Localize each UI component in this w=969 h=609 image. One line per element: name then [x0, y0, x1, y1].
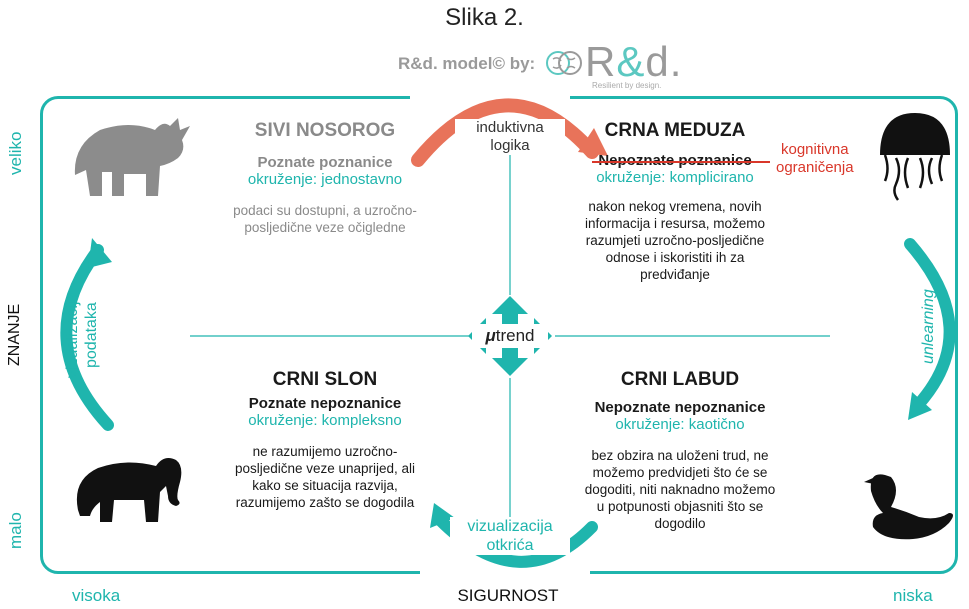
quadrant-description: nakon nekog vremena, novih informacija i…: [560, 198, 790, 283]
center-mu: μ: [485, 326, 496, 345]
left-arrow-label: vizualizacija podataka: [63, 278, 101, 392]
description-line: dogodilo: [654, 516, 706, 531]
cognitive-limits-note: kognitivna ograničenja: [776, 141, 854, 177]
top-arrow-label: induktivna logika: [455, 119, 565, 155]
left-arrow-label-line2: podataka: [83, 302, 100, 368]
x-axis-title: SIGURNOST: [457, 586, 559, 605]
quadrant-bottom-right: CRNI LABUD Nepoznate nepoznanice okružen…: [565, 369, 795, 532]
jellyfish-icon: [880, 113, 950, 201]
quadrant-title: SIVI NOSOROG: [254, 120, 396, 141]
description-line: kako se situacija razvija,: [252, 478, 398, 493]
description-line: podaci su dostupni, a uzročno-: [233, 203, 417, 218]
description-line: bez obzira na uloženi trud, ne: [591, 448, 769, 463]
description-line: razumjeti uzročno-posljedične: [585, 233, 765, 248]
red-arrow-head: [578, 128, 608, 156]
bottom-arrow-label-line1: vizualizacija: [467, 518, 553, 535]
quadrant-bottom-left: CRNI SLON Poznate nepoznanice okruženje:…: [200, 369, 450, 511]
quadrant-subtitle: Poznate poznanice: [257, 154, 393, 171]
description-line: posljedične veze očigledne: [244, 220, 406, 235]
elephant-icon: [76, 458, 182, 522]
left-arrow-label-line1: vizualizacija: [64, 292, 81, 378]
x-axis-left-label: visoka: [72, 586, 121, 605]
description-line: posljedične veze unaprijed, ali: [234, 461, 416, 476]
y-axis-high-label: veliko: [6, 131, 25, 175]
description-line: dogoditi, niti naknadno možemo: [584, 482, 776, 497]
description-line: odnose i iskoristiti ih za: [605, 250, 745, 265]
y-axis-title: ZNANJE: [6, 303, 23, 367]
brand-row: R&d. model© by: R&d. Resilient by design…: [0, 38, 969, 94]
quadrant-environment: okruženje: jednostavno: [247, 171, 403, 188]
quadrant-environment: okruženje: kaotično: [615, 416, 745, 433]
quadrant-description: ne razumijemo uzročno- posljedične veze …: [200, 443, 450, 511]
center-trend-label: μtrend: [472, 324, 548, 348]
quadrant-subtitle: Nepoznate poznanice: [560, 152, 790, 169]
frame-gap-top: [410, 90, 570, 100]
description-line: razumijemo zašto se dogodila: [235, 495, 415, 510]
quadrant-title: CRNA MEDUZA: [604, 120, 746, 141]
page-title: Slika 2.: [445, 4, 524, 31]
frame-gap-bottom: [420, 568, 590, 578]
brand-label: R&d. model© by:: [398, 54, 536, 73]
x-axis-right-label: niska: [893, 586, 933, 605]
rhino-icon: [74, 118, 190, 196]
quadrant-environment: okruženje: komplicirano: [596, 169, 754, 186]
swan-icon: [864, 474, 953, 540]
brand-logo-d: d.: [645, 38, 683, 85]
bottom-arrow-label: vizualizacija otkrića: [450, 517, 570, 555]
quadrant-top-left: SIVI NOSOROG Poznate poznanice okruženje…: [200, 120, 450, 236]
note-line: kognitivna: [781, 141, 849, 158]
teal-left-arrow: [60, 244, 114, 431]
right-arrow-label: unlearning: [920, 289, 937, 365]
description-line: predviđanje: [640, 267, 710, 282]
quadrant-top-right: CRNA MEDUZA Nepoznate poznanice okruženj…: [560, 120, 790, 283]
description-line: nakon nekog vremena, novih: [588, 199, 762, 214]
description-line: možemo predvidjeti što će se: [592, 465, 768, 480]
brand-logo-r: R: [585, 38, 617, 85]
teal-bottom-arrow-head: [430, 503, 455, 528]
quadrant-title: CRNI SLON: [272, 369, 378, 390]
quadrant-description: podaci su dostupni, a uzročno- posljedič…: [200, 202, 450, 236]
quadrant-subtitle: Poznate nepoznanice: [248, 395, 402, 412]
quadrant-subtitle: Nepoznate nepoznanice: [594, 399, 766, 416]
brand-logo: R&d.: [585, 38, 682, 86]
teal-right-arrow-head: [908, 392, 932, 420]
center-trend: trend: [495, 326, 535, 345]
brand-tagline: Resilient by design.: [592, 81, 662, 90]
quadrant-environment: okruženje: kompleksno: [248, 412, 402, 429]
teal-right-arrow: [904, 238, 956, 411]
brand-logo-amp: &: [616, 38, 646, 85]
description-line: ne razumijemo uzročno-: [252, 444, 398, 459]
bottom-arrow-label-line2: otkrića: [486, 537, 534, 554]
red-curved-arrow: [411, 98, 599, 167]
quadrant-description: bez obzira na uloženi trud, ne možemo pr…: [565, 447, 795, 532]
y-axis-low-label: malo: [6, 512, 25, 550]
quadrant-title: CRNI LABUD: [620, 369, 740, 390]
top-arrow-label-line1: induktivna: [476, 119, 544, 136]
description-line: u potpunosti objasniti što se: [596, 499, 764, 514]
top-arrow-label-line2: logika: [490, 137, 530, 154]
strikethrough-line: [592, 161, 770, 163]
quadrant-subtitle-text: Nepoznate poznanice: [598, 152, 751, 169]
four-way-arrow-icon: [468, 296, 552, 376]
description-line: informacija i resursa, možemo: [584, 216, 766, 231]
teal-left-arrow-head: [88, 238, 112, 268]
brain-logo-icon: [546, 51, 582, 75]
note-line: ograničenja: [776, 159, 854, 176]
